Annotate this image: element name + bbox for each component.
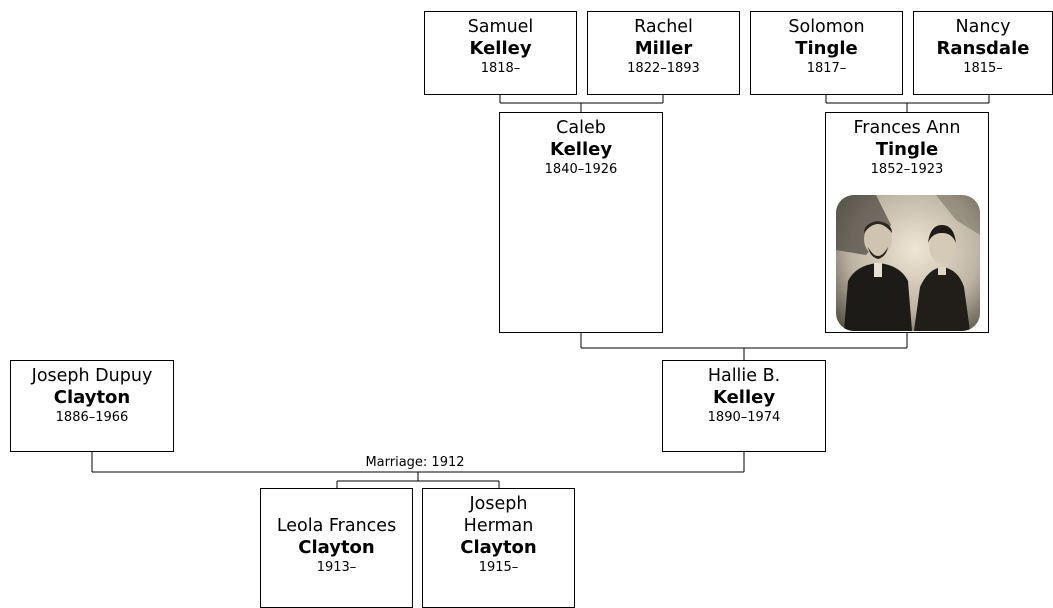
person-hallie-b-kelley[interactable]: Hallie B. Kelley 1890–1974 (662, 360, 826, 452)
marriage-label: Marriage: 1912 (330, 455, 500, 471)
surname: Clayton (298, 537, 375, 558)
life-years: 1890–1974 (707, 410, 781, 425)
person-nancy-ransdale[interactable]: Nancy Ransdale 1815– (913, 11, 1053, 95)
person-caleb-kelley[interactable]: Caleb Kelley 1840–1926 (499, 112, 663, 333)
person-joseph-dupuy-clayton[interactable]: Joseph Dupuy Clayton 1886–1966 (10, 360, 174, 452)
given-name: Nancy (955, 17, 1011, 37)
surname: Kelley (712, 387, 776, 408)
surname: Clayton (460, 537, 537, 558)
life-years: 1913– (316, 560, 357, 575)
life-years: 1818– (480, 61, 521, 76)
life-years: 1886–1966 (55, 410, 129, 425)
person-frances-ann-tingle[interactable]: Frances Ann Tingle 1852–1923 (825, 112, 989, 333)
connector-lines (91, 95, 990, 488)
surname: Clayton (53, 387, 131, 408)
surname: Miller (634, 38, 693, 59)
given-name: Joseph Herman (463, 494, 534, 536)
person-joseph-herman-clayton[interactable]: Joseph Herman Clayton 1915– (422, 488, 575, 608)
life-years: 1852–1923 (870, 162, 944, 177)
person-solomon-tingle[interactable]: Solomon Tingle 1817– (750, 11, 903, 95)
life-years: 1817– (806, 61, 847, 76)
given-name: Caleb (556, 118, 606, 138)
given-name: Frances Ann (853, 118, 961, 138)
surname: Tingle (875, 139, 939, 160)
surname: Kelley (469, 38, 532, 59)
person-leola-frances-clayton[interactable]: Leola Frances Clayton 1913– (260, 488, 413, 608)
life-years: 1815– (963, 61, 1003, 76)
surname: Kelley (549, 139, 613, 160)
portrait-photo (836, 195, 980, 331)
given-name: Solomon (788, 17, 865, 37)
life-years: 1822–1893 (627, 61, 700, 76)
given-name: Joseph Dupuy (31, 366, 153, 386)
life-years: 1840–1926 (544, 162, 618, 177)
person-samuel-kelley[interactable]: Samuel Kelley 1818– (424, 11, 577, 95)
surname: Tingle (795, 38, 858, 59)
given-name: Samuel (467, 17, 534, 37)
life-years: 1915– (478, 560, 519, 575)
surname: Ransdale (936, 38, 1030, 59)
given-name: Hallie B. (707, 366, 781, 386)
given-name: Leola Frances (276, 516, 397, 536)
person-rachel-miller[interactable]: Rachel Miller 1822–1893 (587, 11, 740, 95)
given-name: Rachel (634, 17, 693, 37)
